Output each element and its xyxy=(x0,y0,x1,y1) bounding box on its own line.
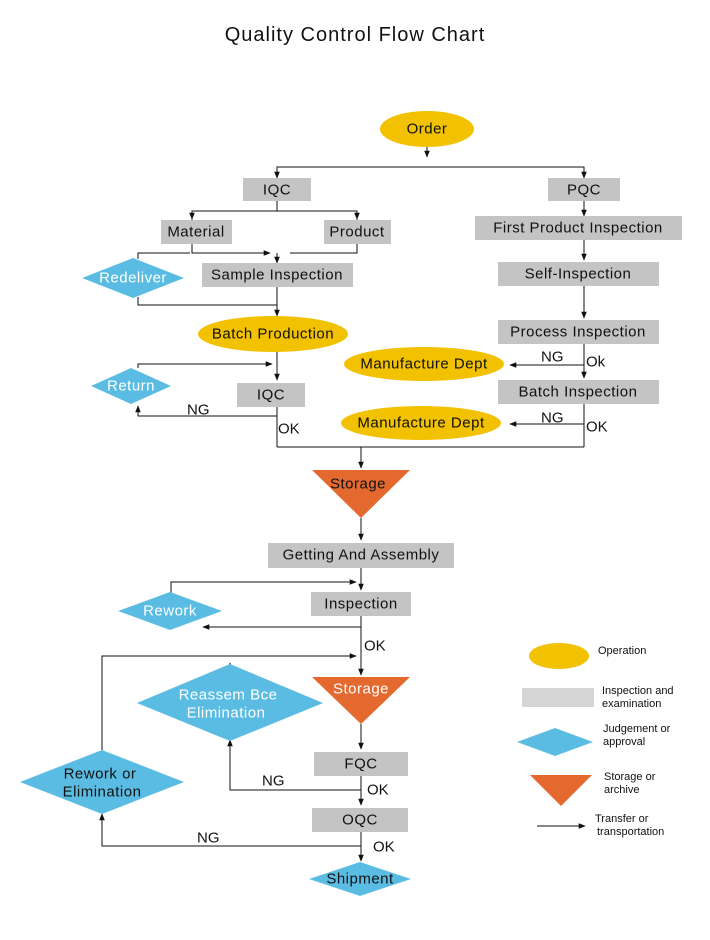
ok-fqc-label: OK xyxy=(367,782,389,799)
process-inspection-node: Process Inspection xyxy=(498,320,659,344)
edge-labels: NG Ok NG OK NG OK OK NG OK NG OK xyxy=(187,349,608,856)
getting-and-assembly-node: Getting And Assembly xyxy=(268,543,454,568)
edge-oqc-ng xyxy=(99,813,362,847)
svg-text:Elimination: Elimination xyxy=(63,784,142,801)
legend-operation: Operation xyxy=(529,643,646,669)
svg-text:Redeliver: Redeliver xyxy=(99,270,167,287)
inspection-node: Inspection xyxy=(311,592,411,616)
ok-inspection-label: OK xyxy=(364,638,386,655)
manufacture-dept-1-node: Manufacture Dept xyxy=(344,347,504,381)
legend-inspection: Inspection and examination xyxy=(522,685,674,710)
ng-iqc-label: NG xyxy=(187,402,210,419)
storage-2-triangle: Storage xyxy=(312,677,410,724)
svg-text:Elimination: Elimination xyxy=(187,705,266,722)
legend-judgement: Judgement or approval xyxy=(517,723,671,756)
svg-text:Getting And Assembly: Getting And Assembly xyxy=(283,547,440,564)
svg-text:archive: archive xyxy=(604,784,639,796)
ng-process-label: NG xyxy=(541,349,564,366)
ng-oqc-label: NG xyxy=(197,830,220,847)
fqc-node: FQC xyxy=(314,752,408,776)
svg-text:IQC: IQC xyxy=(257,387,285,404)
oqc-node: OQC xyxy=(312,808,408,832)
ok-batch-label: OK xyxy=(586,419,608,436)
svg-text:Process Inspection: Process Inspection xyxy=(510,324,646,341)
batch-production-node: Batch Production xyxy=(198,316,348,352)
svg-text:Operation: Operation xyxy=(598,645,646,657)
legend-storage: Storage or archive xyxy=(530,771,656,806)
rework-or-elimination-diamond: Rework or Elimination xyxy=(20,750,184,814)
svg-text:examination: examination xyxy=(602,698,661,710)
manufacture-dept-2-node: Manufacture Dept xyxy=(341,406,501,440)
edge-fqc-ng xyxy=(227,739,362,791)
svg-text:Rework: Rework xyxy=(143,603,197,620)
edge-process-ng xyxy=(509,357,585,368)
edge-rework-elim-up xyxy=(101,653,357,750)
svg-text:First Product Inspection: First Product Inspection xyxy=(493,220,663,237)
svg-text:Material: Material xyxy=(167,224,224,241)
order-node: Order xyxy=(380,111,474,147)
svg-text:Manufacture Dept: Manufacture Dept xyxy=(360,356,488,373)
first-product-inspection-node: First Product Inspection xyxy=(475,216,682,240)
svg-text:Batch Inspection: Batch Inspection xyxy=(519,384,638,401)
svg-text:PQC: PQC xyxy=(567,182,601,199)
batch-inspection-node: Batch Inspection xyxy=(498,380,659,404)
svg-text:Reassem Bce: Reassem Bce xyxy=(179,687,278,704)
svg-text:FQC: FQC xyxy=(344,756,377,773)
svg-text:Rework or: Rework or xyxy=(64,766,137,783)
material-node: Material xyxy=(161,220,232,244)
ng-fqc-label: NG xyxy=(262,773,285,790)
edge-product-to-sample xyxy=(290,244,358,254)
svg-text:Order: Order xyxy=(407,121,448,138)
redeliver-diamond: Redeliver xyxy=(82,258,184,298)
svg-text:OQC: OQC xyxy=(342,812,378,829)
shipment-diamond: Shipment xyxy=(309,862,411,896)
svg-text:Self-Inspection: Self-Inspection xyxy=(525,266,632,283)
edge-inspection-rework xyxy=(202,616,362,630)
ng-batch-label: NG xyxy=(541,410,564,427)
pqc-node: PQC xyxy=(548,178,620,201)
svg-text:Inspection: Inspection xyxy=(324,596,397,613)
connectors xyxy=(99,146,587,862)
ok-oqc-label: OK xyxy=(373,839,395,856)
svg-text:Sample Inspection: Sample Inspection xyxy=(211,267,343,284)
edge-redeliver-up xyxy=(137,252,190,259)
storage-1-triangle: Storage xyxy=(312,470,410,518)
iqc-top-node: IQC xyxy=(243,178,311,201)
svg-text:Judgement or: Judgement or xyxy=(603,723,671,735)
edge-sample-redeliver xyxy=(137,287,278,306)
ok-process-label: Ok xyxy=(586,354,606,371)
svg-text:approval: approval xyxy=(603,736,645,748)
edge-rework-up xyxy=(170,579,357,596)
svg-text:IQC: IQC xyxy=(263,182,291,199)
edge-split-iqc-pqc xyxy=(276,166,585,178)
svg-text:Storage: Storage xyxy=(330,476,386,493)
svg-text:Manufacture Dept: Manufacture Dept xyxy=(357,415,485,432)
edge-return-up xyxy=(137,361,273,368)
iqc-mid-node: IQC xyxy=(237,383,305,407)
svg-text:transportation: transportation xyxy=(597,826,664,838)
rework-diamond: Rework xyxy=(118,592,222,630)
return-diamond: Return xyxy=(91,368,171,404)
ok-iqc-label: OK xyxy=(278,421,300,438)
edge-material-to-sample xyxy=(191,244,271,256)
legend-transfer: Transfer or transportation xyxy=(537,813,664,838)
sample-inspection-node: Sample Inspection xyxy=(202,263,353,287)
product-node: Product xyxy=(324,220,391,244)
svg-text:Inspection and: Inspection and xyxy=(602,685,674,697)
svg-text:Product: Product xyxy=(329,224,385,241)
svg-text:Storage or: Storage or xyxy=(604,771,656,783)
edge-iqc-split xyxy=(191,210,358,220)
svg-text:Return: Return xyxy=(107,378,155,395)
self-inspection-node: Self-Inspection xyxy=(498,262,659,286)
svg-text:Transfer or: Transfer or xyxy=(595,813,649,825)
page-title: Quality Control Flow Chart xyxy=(224,24,486,46)
svg-text:Shipment: Shipment xyxy=(326,871,394,888)
svg-text:Storage: Storage xyxy=(333,681,389,698)
reassem-elimination-diamond: Reassem Bce Elimination xyxy=(137,664,323,741)
legend: Operation Inspection and examination Jud… xyxy=(517,643,674,838)
svg-text:Batch Production: Batch Production xyxy=(212,326,334,343)
